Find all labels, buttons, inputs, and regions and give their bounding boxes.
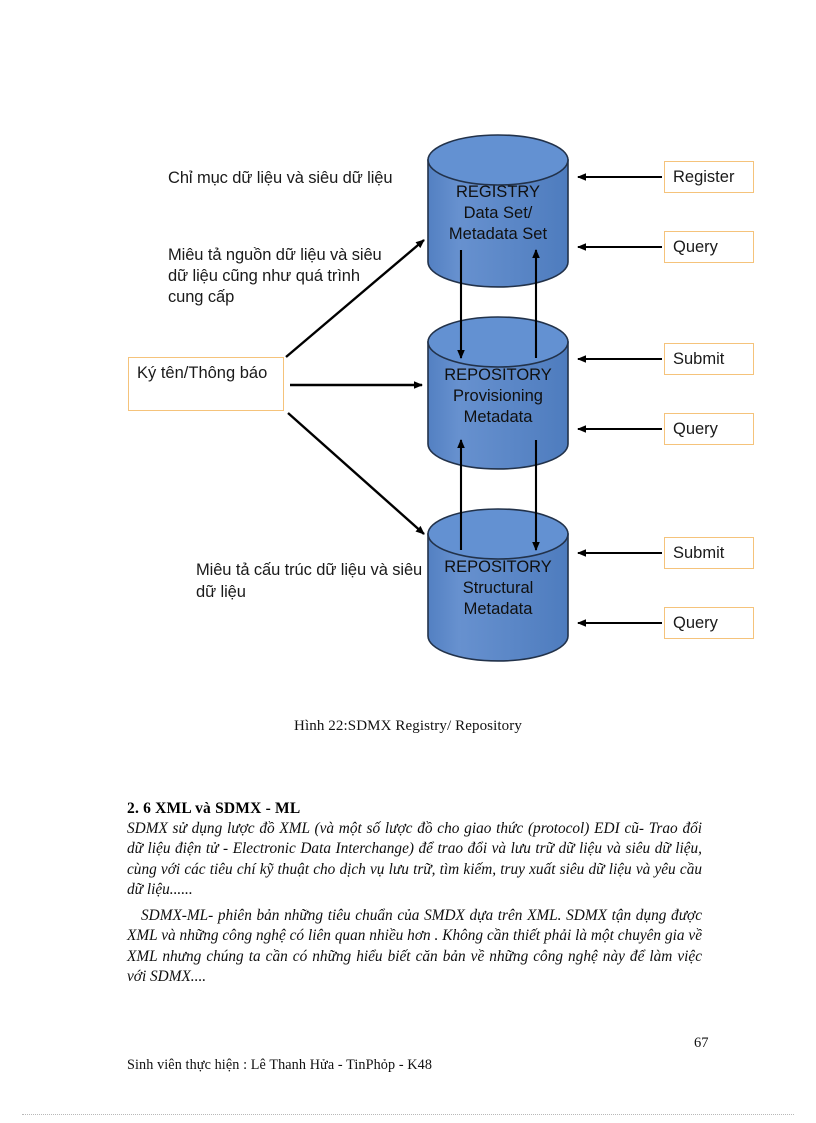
arrow-note-to-registry <box>285 239 425 358</box>
section-heading: 2. 6 XML và SDMX - ML <box>127 800 301 817</box>
annotation-source-label: Miêu tả nguồn dữ liệu và siêu dữ liệu cũ… <box>168 246 382 307</box>
note-box-ky-ten-thong-bao[interactable]: Ký tên/Thông báo <box>128 357 284 411</box>
annotation-structure-label: Miêu tả cấu trúc dữ liệu và siêu dữ liệu <box>196 561 423 601</box>
paragraph-2: SDMX-ML- phiên bản những tiêu chuẩn của … <box>127 906 702 986</box>
cylinder-structural-label: REPOSITORY Structural Metadata <box>418 557 578 620</box>
cylinder-structural-line3: Metadata <box>463 599 533 618</box>
cylinder-provisioning-line1: REPOSITORY <box>444 366 552 384</box>
cylinder-provisioning-label: REPOSITORY Provisioning Metadata <box>418 365 578 428</box>
figure-canvas <box>285 134 662 662</box>
action-box-submit-provisioning[interactable]: Submit <box>664 343 754 375</box>
action-box-query-registry[interactable]: Query <box>664 231 754 263</box>
page-number: 67 <box>694 1035 709 1051</box>
action-box-query-structural[interactable]: Query <box>664 607 754 639</box>
cylinder-provisioning-line2: Provisioning <box>453 386 543 405</box>
cylinder-registry-line1: REGISTRY <box>455 183 541 201</box>
arrow-note-to-structural <box>287 412 425 535</box>
action-box-query-provisioning[interactable]: Query <box>664 413 754 445</box>
arrows-provisioning-structural <box>457 439 540 551</box>
figure-caption: Hình 22:SDMX Registry/ Repository <box>294 718 522 734</box>
arrows-from-note-box <box>285 239 425 535</box>
cylinder-structural-line1: REPOSITORY <box>444 558 552 576</box>
bottom-divider <box>22 1114 794 1115</box>
cylinder-registry-line2: Data Set/ <box>463 203 533 222</box>
paragraph-1: SDMX sử dụng lược đồ XML (và một số lược… <box>127 820 702 899</box>
cylinder-registry-line3: Metadata Set <box>448 224 548 243</box>
figure-sdmx-registry-repository: Chỉ mục dữ liệu và siêu dữ liệu Miêu tả … <box>0 110 816 690</box>
cylinder-repository-provisioning <box>427 316 569 470</box>
cylinder-structural-line2: Structural <box>462 578 534 597</box>
arrows-actions <box>577 173 662 627</box>
body-text-block: 2. 6 XML và SDMX - ML SDMX sử dụng lược … <box>127 800 702 988</box>
footer-author-line: Sinh viên thực hiện : Lê Thanh Hửa - Tin… <box>127 1057 433 1073</box>
action-box-register[interactable]: Register <box>664 161 754 193</box>
annotation-index-label: Chỉ mục dữ liệu và siêu dữ liệu <box>168 169 393 187</box>
cylinder-registry-label: REGISTRY Data Set/ Metadata Set <box>418 182 578 245</box>
arrows-registry-provisioning <box>457 249 540 359</box>
cylinder-provisioning-line3: Metadata <box>463 407 533 426</box>
action-box-submit-structural[interactable]: Submit <box>664 537 754 569</box>
